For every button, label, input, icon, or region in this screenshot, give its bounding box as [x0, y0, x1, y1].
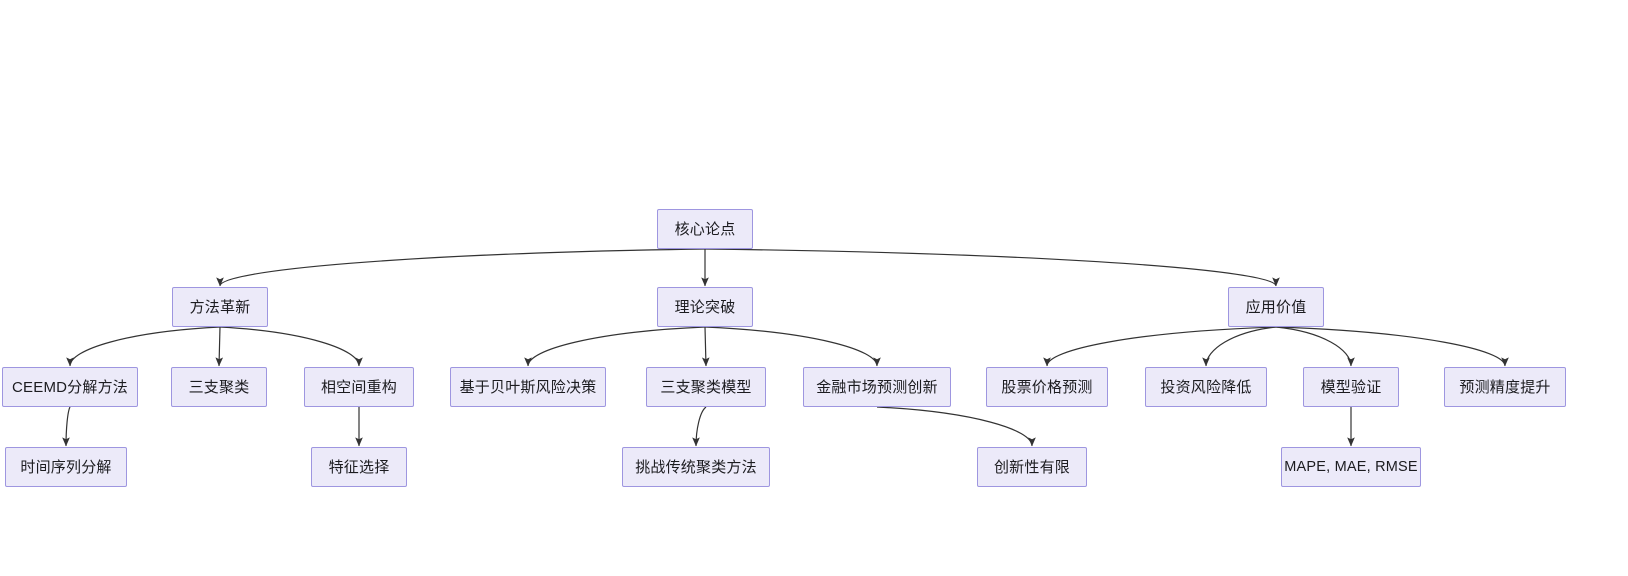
- node-l3b1[interactable]: 挑战传统聚类方法: [622, 447, 770, 487]
- node-label: 时间序列分解: [20, 458, 112, 476]
- edge-l1b-to-l2b1: [524, 326, 706, 367]
- edge-l2b2-to-l3b1: [692, 406, 707, 447]
- node-label: 金融市场预测创新: [816, 378, 938, 396]
- node-l2b1[interactable]: 基于贝叶斯风险决策: [450, 367, 606, 407]
- node-l2b2[interactable]: 三支聚类模型: [646, 367, 766, 407]
- node-label: 预测精度提升: [1459, 378, 1551, 396]
- node-root[interactable]: 核心论点: [657, 209, 753, 249]
- node-label: 挑战传统聚类方法: [635, 458, 757, 476]
- node-label: 投资风险降低: [1160, 378, 1252, 396]
- node-label: 三支聚类模型: [660, 378, 752, 396]
- edge-root-to-l1c: [704, 248, 1280, 287]
- edge-l1b-to-l2b3: [704, 326, 881, 367]
- edge-root-to-l1a: [216, 248, 706, 287]
- node-l1b[interactable]: 理论突破: [657, 287, 753, 327]
- node-l2a3[interactable]: 相空间重构: [304, 367, 414, 407]
- edge-l1c-to-l2c4: [1275, 326, 1509, 367]
- node-label: 股票价格预测: [1001, 378, 1093, 396]
- node-l3b2[interactable]: 创新性有限: [977, 447, 1087, 487]
- edge-l2a1-to-l3a1: [62, 406, 71, 447]
- edge-l1c-to-l2c3: [1275, 326, 1355, 367]
- node-l3a1[interactable]: 时间序列分解: [5, 447, 127, 487]
- edge-l1c-to-l2c1: [1043, 326, 1277, 367]
- node-label: 特征选择: [328, 458, 390, 476]
- edge-l1b-to-l2b2: [701, 326, 710, 367]
- edge-l1a-to-l2a2: [215, 326, 224, 367]
- edge-paths: [62, 248, 1509, 447]
- node-label: CEEMD分解方法: [12, 378, 128, 396]
- node-l2a1[interactable]: CEEMD分解方法: [2, 367, 138, 407]
- node-label: 三支聚类: [188, 378, 250, 396]
- node-l2a2[interactable]: 三支聚类: [171, 367, 267, 407]
- node-label: 方法革新: [189, 298, 251, 316]
- node-label: 相空间重构: [320, 378, 397, 396]
- node-l1c[interactable]: 应用价值: [1228, 287, 1324, 327]
- node-label: 核心论点: [674, 220, 736, 238]
- node-label: 理论突破: [674, 298, 736, 316]
- node-l3a2[interactable]: 特征选择: [311, 447, 407, 487]
- node-l2c4[interactable]: 预测精度提升: [1444, 367, 1566, 407]
- node-label: 创新性有限: [993, 458, 1070, 476]
- node-l1a[interactable]: 方法革新: [172, 287, 268, 327]
- node-l2c3[interactable]: 模型验证: [1303, 367, 1399, 407]
- node-l2c2[interactable]: 投资风险降低: [1145, 367, 1267, 407]
- node-l2c1[interactable]: 股票价格预测: [986, 367, 1108, 407]
- edge-l1a-to-l2a1: [66, 326, 221, 367]
- edge-l1c-to-l2c2: [1202, 326, 1277, 367]
- edge-l2b3-to-l3b2: [876, 406, 1036, 447]
- node-label: 应用价值: [1245, 298, 1307, 316]
- node-l2b3[interactable]: 金融市场预测创新: [803, 367, 951, 407]
- node-label: 模型验证: [1320, 378, 1382, 396]
- edge-l1a-to-l2a3: [219, 326, 363, 367]
- node-label: MAPE, MAE, RMSE: [1284, 458, 1418, 475]
- node-l3c1[interactable]: MAPE, MAE, RMSE: [1281, 447, 1421, 487]
- node-label: 基于贝叶斯风险决策: [459, 378, 597, 396]
